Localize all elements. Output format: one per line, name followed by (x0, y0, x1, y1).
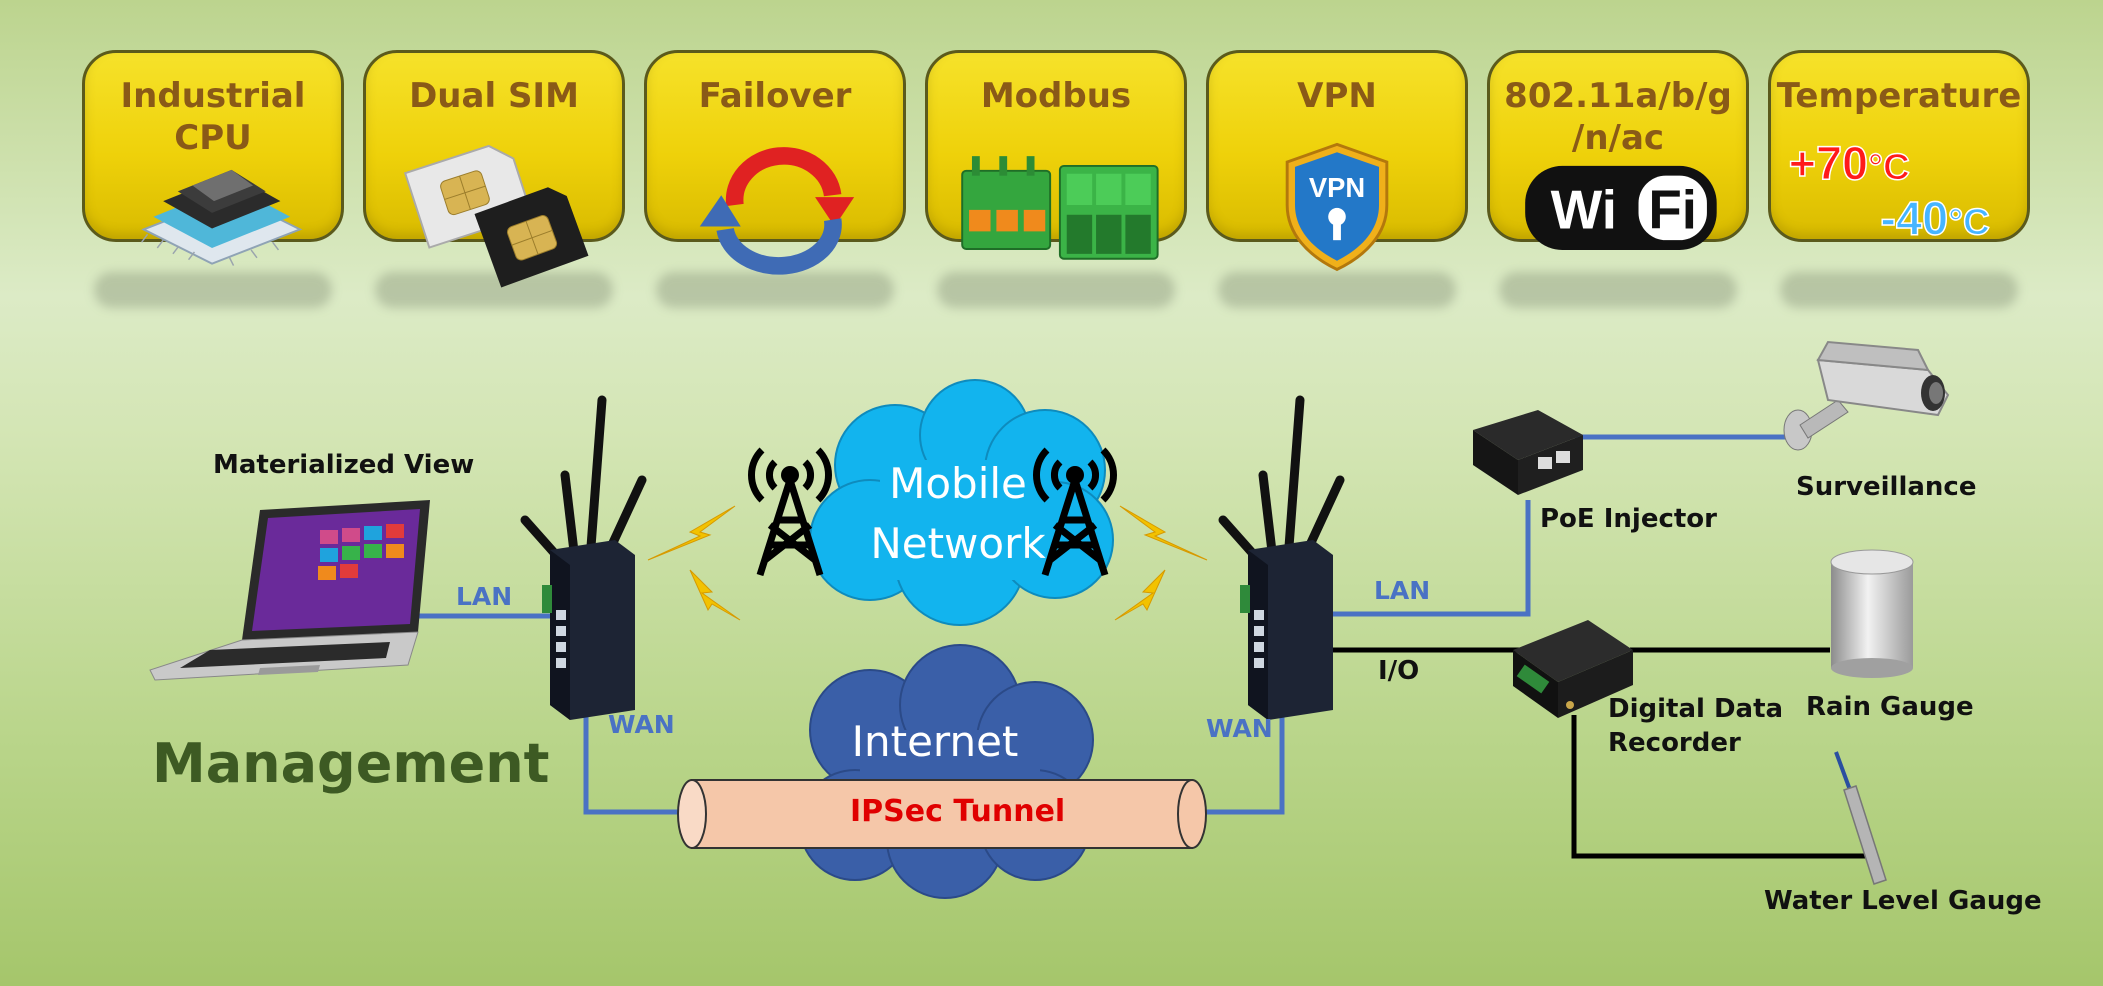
left-wan-label: WAN (608, 710, 675, 739)
left-router-icon (520, 360, 650, 720)
feature-label: VPN (1297, 76, 1377, 116)
right-router-icon (1218, 360, 1348, 720)
io-label: I/O (1378, 656, 1420, 686)
temperature-range-icon: +70°C -40°C (1771, 135, 2027, 275)
lightning-bolt (689, 569, 741, 621)
wifi-left-text: Wi (1551, 178, 1617, 240)
poe-injector-icon (1468, 405, 1588, 500)
feature-shadow (1218, 272, 1456, 308)
ipsec-tunnel-label: IPSec Tunnel (850, 794, 1066, 829)
cell-tower-icon (1025, 430, 1125, 580)
terminal-block-icon (928, 135, 1184, 275)
feature-failover: Failover (644, 50, 906, 275)
right-lan-wire (1330, 500, 1531, 617)
failover-arrows-icon (647, 135, 903, 275)
feature-shadow (1780, 272, 2018, 308)
network-diagram: Materialized View Management LAN WAN (0, 320, 2103, 986)
feature-label: Dual SIM (409, 76, 579, 116)
vpn-badge-text: VPN (1309, 172, 1365, 203)
feature-label: 802.11a/b/g /n/ac (1504, 76, 1732, 158)
digital-data-recorder-icon (1508, 610, 1638, 720)
laptop-label: Materialized View (213, 450, 475, 480)
feature-modbus: Modbus (925, 50, 1187, 260)
feature-label: Temperature (1776, 76, 2022, 116)
left-lan-label: LAN (456, 582, 513, 611)
cell-tower-icon (740, 430, 840, 580)
rain-gauge-icon (1826, 548, 1918, 678)
vpn-shield-icon: VPN (1209, 135, 1465, 275)
management-label: Management (152, 732, 550, 795)
temperature-high: +70 (1789, 138, 1869, 190)
mobile-network-label: Mobile Network (870, 459, 1046, 568)
internet-label: Internet (851, 717, 1019, 766)
lightning-bolt (647, 505, 736, 561)
mobile-network-cloud (800, 379, 1120, 630)
feature-wifi: 802.11a/b/g /n/ac Wi Fi (1487, 50, 1749, 250)
feature-label: Modbus (980, 76, 1132, 116)
laptop-icon (149, 500, 430, 690)
feature-shadow (94, 272, 332, 308)
feature-vpn: VPN VPN (1206, 50, 1468, 272)
feature-shadow (656, 272, 894, 308)
poe-injector-label: PoE Injector (1540, 504, 1717, 534)
right-lan-label: LAN (1374, 576, 1431, 605)
digital-data-recorder-label: Digital Data Recorder (1608, 694, 1784, 758)
connection-wires (405, 434, 1868, 859)
lightning-bolt (1114, 569, 1166, 621)
feature-industrial-cpu: Industrial CPU (82, 50, 344, 266)
lightning-bolt (1119, 505, 1208, 561)
feature-shadow (937, 272, 1175, 308)
sim-card-icon (366, 135, 622, 288)
feature-temperature: Temperature +70°C -40°C (1768, 50, 2030, 245)
surveillance-camera-icon (1778, 330, 1958, 460)
feature-label: Industrial CPU (120, 76, 306, 158)
feature-label: Failover (698, 76, 852, 116)
ipsec-tunnel (676, 778, 1210, 850)
feature-shadow (1499, 272, 1737, 308)
feature-dual-sim: Dual SIM (363, 50, 625, 288)
feature-shadow (375, 272, 613, 308)
temperature-low: -40 (1880, 192, 1948, 244)
right-wan-label: WAN (1206, 714, 1273, 743)
left-wan-wire (583, 715, 690, 815)
temperature-unit: °C (1948, 200, 1990, 242)
wifi-badge-icon: Wi Fi (1490, 135, 1746, 275)
feature-bar: Industrial CPU Dual SIM (0, 0, 2103, 320)
internet-cloud (770, 644, 1120, 900)
temperature-unit: °C (1868, 146, 1910, 188)
water-level-gauge-label: Water Level Gauge (1764, 886, 2042, 916)
water-level-gauge-icon (1830, 750, 1890, 890)
svg-text:-40°C: -40°C (1880, 192, 1989, 244)
wifi-right-text: Fi (1648, 178, 1697, 240)
rain-gauge-label: Rain Gauge (1806, 692, 1974, 722)
water-gauge-wire (1571, 715, 1868, 859)
svg-text:+70°C: +70°C (1789, 138, 1910, 190)
surveillance-label: Surveillance (1796, 472, 1977, 502)
cpu-chip-icon (85, 135, 341, 275)
right-wan-wire (1205, 715, 1285, 815)
